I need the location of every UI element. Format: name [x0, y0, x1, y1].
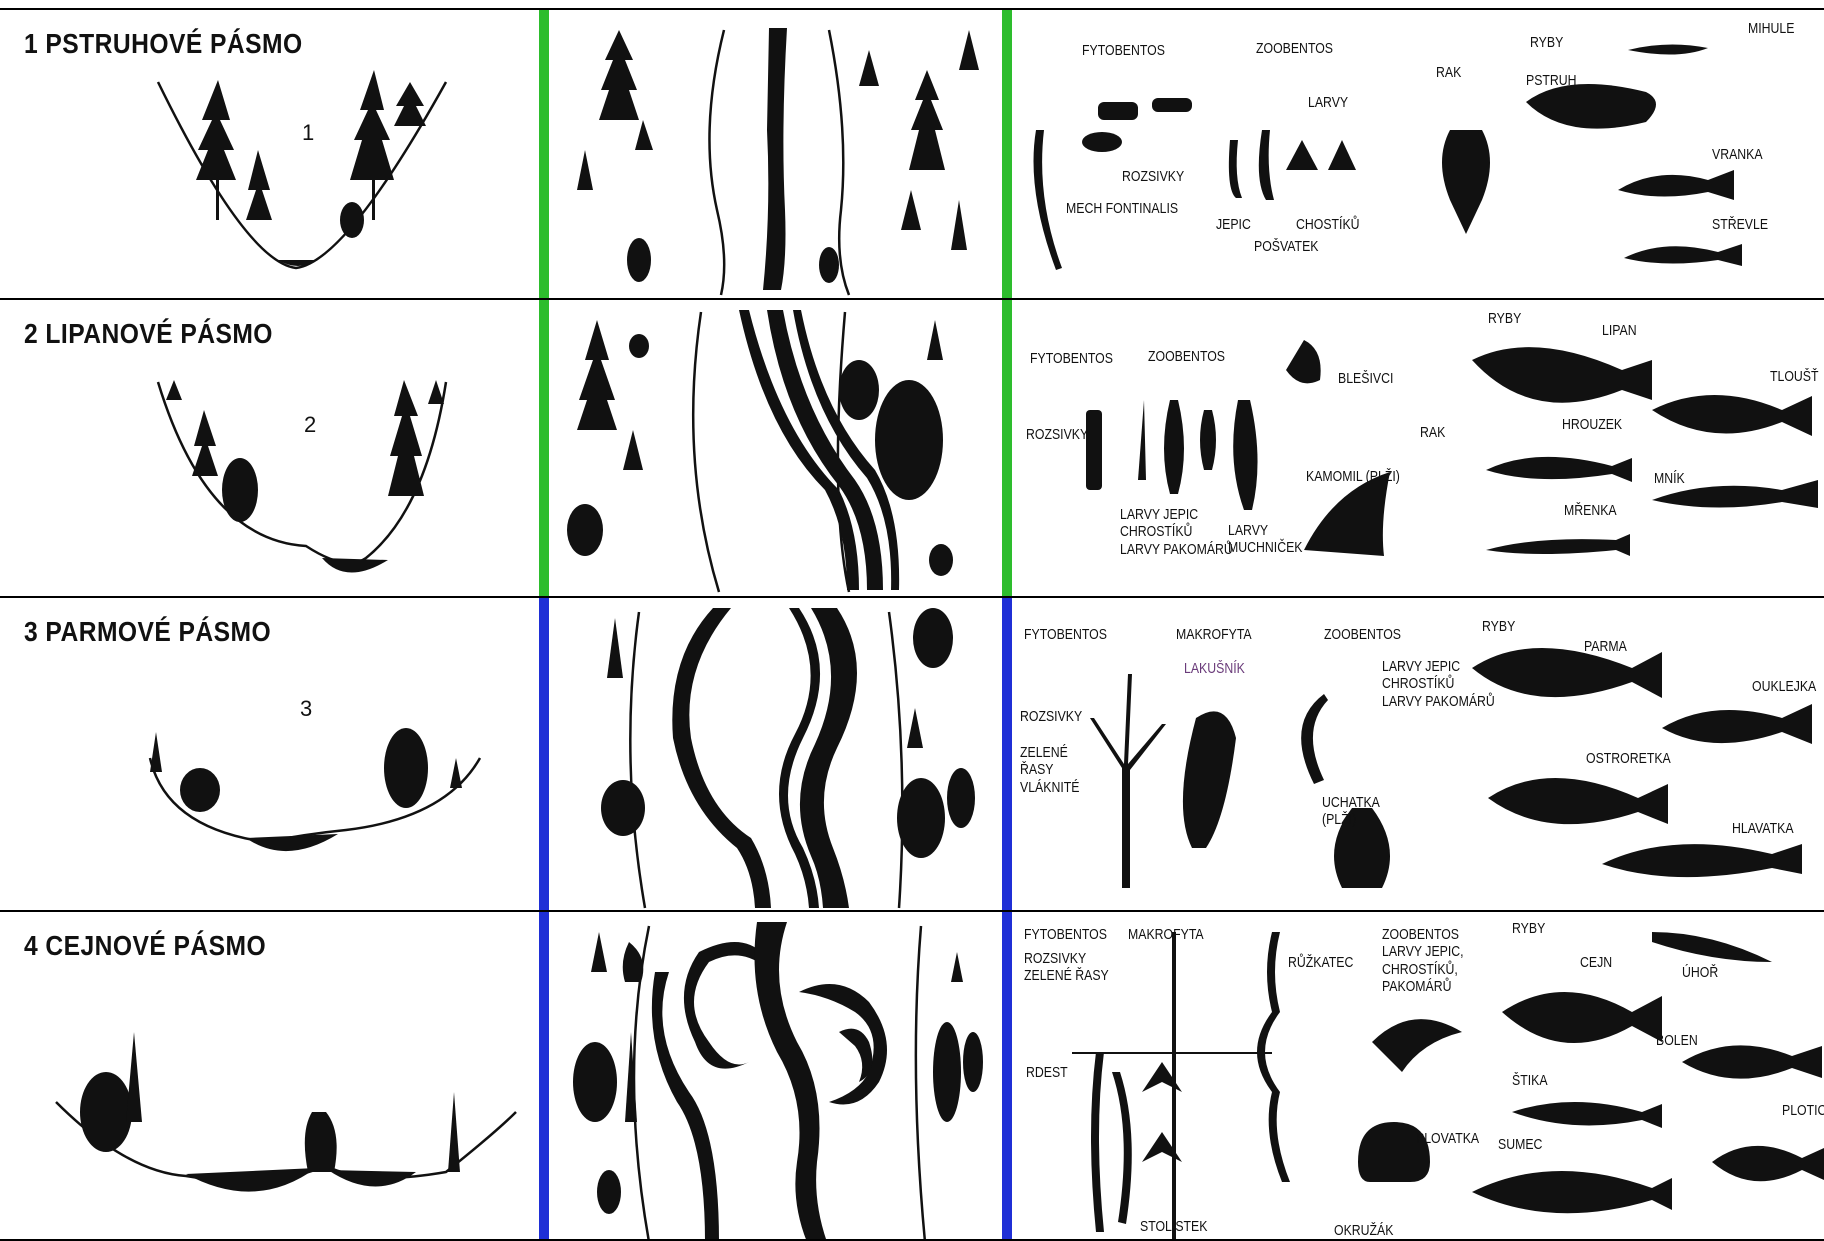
- label-zoobentos: ZOOBENTOS LARVY JEPIC, CHROSTÍKŮ, PAKOMÁ…: [1382, 926, 1464, 995]
- label-hrouzek: HROUZEK: [1562, 416, 1622, 433]
- label-mrenka: MŘENKA: [1564, 502, 1617, 519]
- zone-row-grayling: 2 LIPANOVÉ PÁSMO 2: [0, 298, 1824, 596]
- label-tloust: TLOUŠŤ: [1770, 368, 1819, 385]
- valley-profile-cell: 2 LIPANOVÉ PÁSMO 2: [6, 300, 539, 596]
- label-posvatek: POŠVATEK: [1254, 238, 1318, 255]
- label-stika: ŠTIKA: [1512, 1072, 1548, 1089]
- river-plan-drawing: [549, 300, 1000, 596]
- label-zoobentos: ZOOBENTOS: [1324, 626, 1401, 643]
- label-larvy-jepic: LARVY JEPIC CHROSTÍKŮ LARVY PAKOMÁRŮ: [1120, 506, 1233, 558]
- label-jepic: JEPIC: [1216, 216, 1251, 233]
- label-vranka: VRANKA: [1712, 146, 1763, 163]
- label-mech-fontinalis: MECH FONTINALIS: [1066, 200, 1178, 217]
- label-strevle: STŘEVLE: [1712, 216, 1768, 233]
- label-fytobentos: FYTOBENTOS: [1030, 350, 1113, 367]
- label-ruzkatec: RŮŽKATEC: [1288, 954, 1353, 971]
- zone-row-bream: 4 CEJNOVÉ PÁSMO: [0, 910, 1824, 1241]
- label-larvy-muchnicek: LARVY MUCHNIČEK: [1228, 522, 1302, 557]
- label-stolistek: STOLÍSTEK: [1140, 1218, 1207, 1235]
- organisms-drawing: [1012, 598, 1824, 910]
- river-plan-cell: [549, 10, 1000, 298]
- label-rozsivky: ROZSIVKY ZELENÉ ŘASY: [1024, 950, 1109, 985]
- organisms-cell: FYTOBENTOS MAKROFYTA ROZSIVKY ZELENÉ ŘAS…: [1012, 912, 1824, 1241]
- label-makrofyta: MAKROFYTA: [1176, 626, 1252, 643]
- river-plan-drawing: [549, 912, 1000, 1241]
- label-ryby: RYBY: [1488, 310, 1521, 327]
- zone-divider-left: [539, 10, 549, 298]
- label-uchatka: UCHATKA (PLŽI): [1322, 794, 1380, 829]
- label-larvy-jepic: LARVY JEPIC CHROSTÍKŮ LARVY PAKOMÁRŮ: [1382, 658, 1495, 710]
- label-zoobentos: ZOOBENTOS: [1148, 348, 1225, 365]
- label-plotice: PLOTICE: [1782, 1102, 1824, 1119]
- river-plan-cell: [549, 598, 1000, 910]
- label-ryby: RYBY: [1530, 34, 1563, 51]
- label-ouklejka: OUKLEJKA: [1752, 678, 1816, 695]
- zone-divider-left: [539, 598, 549, 910]
- profile-number: 3: [300, 696, 312, 721]
- label-cejn: CEJN: [1580, 954, 1612, 971]
- zone-row-trout: 1 PSTRUHOVÉ PÁSMO 1: [0, 8, 1824, 298]
- river-plan-cell: [549, 300, 1000, 596]
- river-plan-cell: [549, 912, 1000, 1241]
- label-ryby: RYBY: [1512, 920, 1545, 937]
- profile-number: 1: [302, 120, 314, 145]
- valley-profile-cell: 1 PSTRUHOVÉ PÁSMO 1: [6, 10, 539, 298]
- organisms-cell: FYTOBENTOS ZOOBENTOS LARVY ROZSIVKY MECH…: [1012, 10, 1824, 298]
- valley-profile-drawing: 3: [6, 598, 539, 910]
- label-ryby: RYBY: [1482, 618, 1515, 635]
- zone-divider-right: [1002, 598, 1012, 910]
- label-larvy: LARVY: [1308, 94, 1348, 111]
- zone-divider-right: [1002, 10, 1012, 298]
- valley-profile-drawing: [6, 912, 539, 1241]
- valley-profile-cell: 3 PARMOVÉ PÁSMO 3: [6, 598, 539, 910]
- zone-divider-right: [1002, 912, 1012, 1241]
- label-zoobentos: ZOOBENTOS: [1256, 40, 1333, 57]
- label-bolen: BOLEN: [1656, 1032, 1698, 1049]
- label-lipan: LIPAN: [1602, 322, 1637, 339]
- label-okruzak: OKRUŽÁK: [1334, 1222, 1393, 1239]
- label-rak: RAK: [1420, 424, 1445, 441]
- label-chostiku: CHOSTÍKŮ: [1296, 216, 1360, 233]
- label-mnik: MNÍK: [1654, 470, 1685, 487]
- label-zelene-rasy: ZELENÉ ŘASY VLÁKNITÉ: [1020, 744, 1079, 796]
- label-rdest: RDEST: [1026, 1064, 1068, 1081]
- zone-row-barbel: 3 PARMOVÉ PÁSMO 3: [0, 596, 1824, 910]
- label-rak: RAK: [1436, 64, 1461, 81]
- label-sumec: SUMEC: [1498, 1136, 1542, 1153]
- label-fytobentos: FYTOBENTOS: [1024, 626, 1107, 643]
- label-parma: PARMA: [1584, 638, 1627, 655]
- organisms-cell: FYTOBENTOS ZOOBENTOS BLEŠIVCI ROZSIVKY L…: [1012, 300, 1824, 596]
- label-pstruh: PSTRUH: [1526, 72, 1577, 89]
- organisms-cell: FYTOBENTOS MAKROFYTA LAKUŠNÍK ZOOBENTOS …: [1012, 598, 1824, 910]
- label-hlavatka: HLAVATKA: [1732, 820, 1794, 837]
- label-plovatka: PLOVATKA: [1416, 1130, 1479, 1147]
- valley-profile-drawing: 1: [6, 10, 539, 298]
- zone-divider-left: [539, 912, 549, 1241]
- label-lakusnik: LAKUŠNÍK: [1184, 660, 1245, 677]
- label-fytobentos: FYTOBENTOS: [1024, 926, 1107, 943]
- river-plan-drawing: [549, 10, 1000, 298]
- river-plan-drawing: [549, 598, 1000, 910]
- label-blesivci: BLEŠIVCI: [1338, 370, 1393, 387]
- zone-divider-left: [539, 300, 549, 596]
- label-ostroretka: OSTRORETKA: [1586, 750, 1671, 767]
- zone-divider-right: [1002, 300, 1012, 596]
- valley-profile-cell: 4 CEJNOVÉ PÁSMO: [6, 912, 539, 1241]
- valley-profile-drawing: 2: [6, 300, 539, 596]
- label-makrofyta: MAKROFYTA: [1128, 926, 1204, 943]
- label-mihule: MIHULE: [1748, 20, 1794, 37]
- label-fytobentos: FYTOBENTOS: [1082, 42, 1165, 59]
- label-kamomil: KAMOMIL (PLŽI): [1306, 468, 1400, 485]
- label-uhor: ÚHOŘ: [1682, 964, 1718, 981]
- label-rozsivky: ROZSIVKY: [1122, 168, 1184, 185]
- profile-number: 2: [304, 412, 316, 437]
- label-rozsivky: ROZSIVKY: [1026, 426, 1088, 443]
- label-rozsivky: ROZSIVKY: [1020, 708, 1082, 725]
